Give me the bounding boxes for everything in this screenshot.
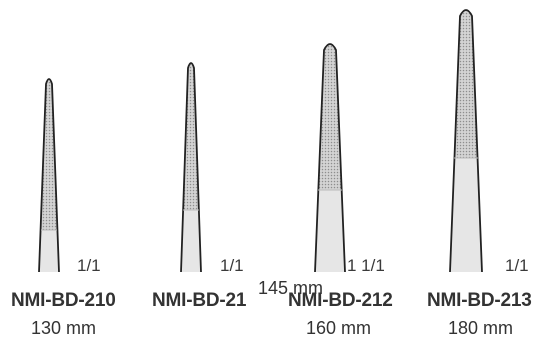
model-name-nmi-bd-21: NMI-BD-21 xyxy=(152,290,247,311)
tip-nmi-bd-212-shaft xyxy=(315,190,345,272)
scale-label-nmi-bd-213: 1/1 xyxy=(505,256,529,275)
length-nmi-bd-213: 180 mm xyxy=(448,318,514,338)
tip-nmi-bd-21 xyxy=(180,62,202,273)
length-label-overlay: 145 mm xyxy=(258,278,324,298)
tip-nmi-bd-212 xyxy=(314,43,346,273)
model-name-nmi-bd-212: NMI-BD-212 xyxy=(288,290,393,311)
tip-nmi-bd-210-outline xyxy=(38,78,60,273)
length-nmi-bd-210: 130 mm xyxy=(31,318,97,338)
model-name-nmi-bd-213: NMI-BD-213 xyxy=(427,290,532,311)
tip-nmi-bd-213 xyxy=(449,9,483,273)
tip-nmi-bd-210 xyxy=(38,78,60,273)
tip-nmi-bd-212-knurled xyxy=(318,44,342,190)
length-nmi-bd-212: 160 mm xyxy=(306,318,372,338)
model-name-nmi-bd-210: NMI-BD-210 xyxy=(11,290,116,311)
scale-label-nmi-bd-21: 1/1 xyxy=(220,256,244,275)
tip-nmi-bd-213-shaft xyxy=(450,158,482,272)
tip-nmi-bd-213-outline xyxy=(449,9,483,273)
tip-nmi-bd-212-outline xyxy=(314,43,346,273)
scale-label-nmi-bd-212: 1 1/1 xyxy=(347,256,385,275)
tip-nmi-bd-21-outline xyxy=(180,62,202,273)
tip-nmi-bd-210-shaft xyxy=(39,230,59,272)
scale-label-nmi-bd-210: 1/1 xyxy=(77,256,101,275)
tip-nmi-bd-21-shaft xyxy=(181,210,201,272)
tip-nmi-bd-213-knurled xyxy=(454,10,478,158)
